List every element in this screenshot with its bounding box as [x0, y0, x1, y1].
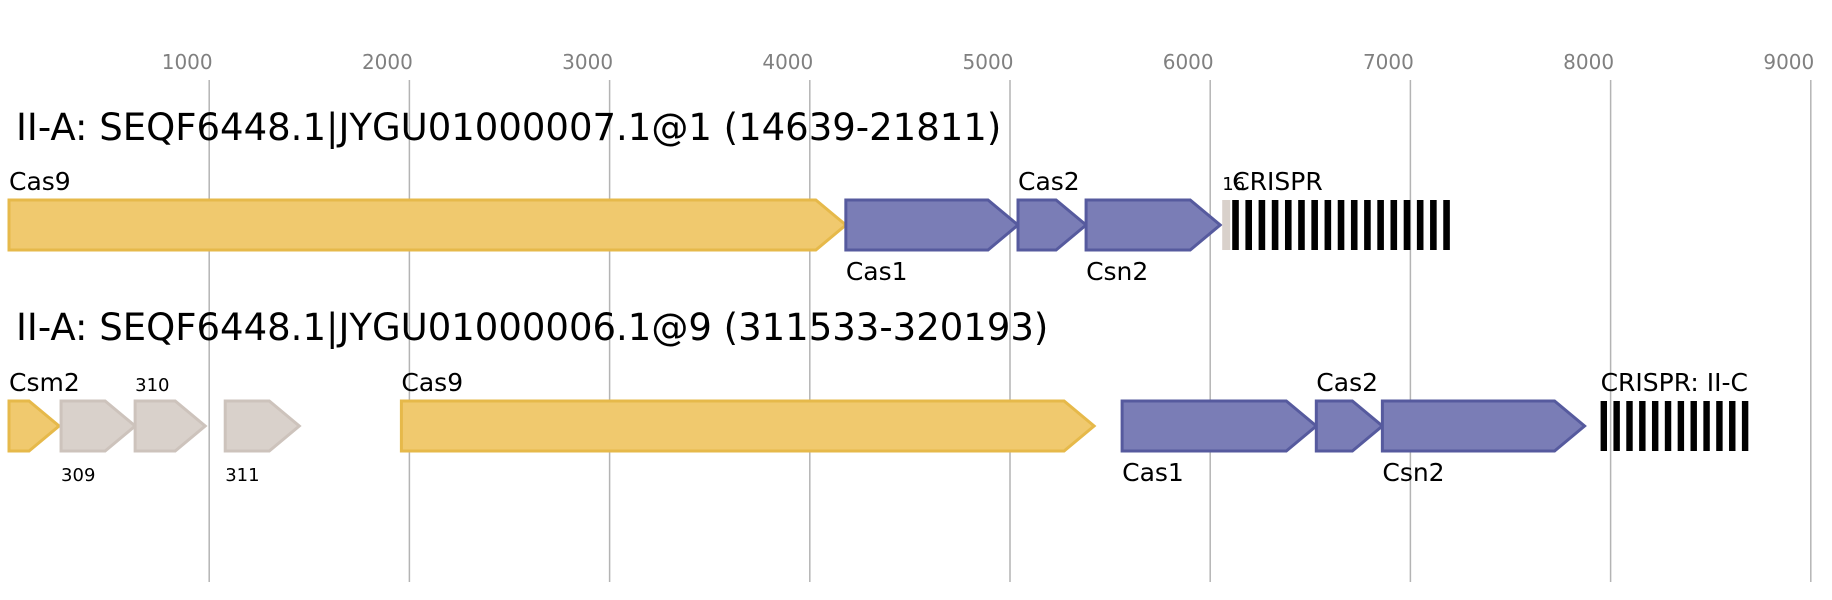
gene-label: Csn2 — [1382, 458, 1444, 487]
gene-arrow — [133, 399, 208, 453]
small-feature-label: 16 — [1222, 174, 1245, 195]
crispr-repeat — [1311, 200, 1318, 250]
gene-arrow — [223, 399, 302, 453]
crispr-repeat — [1716, 401, 1723, 451]
crispr-repeat — [1245, 200, 1253, 250]
gene-arrow — [1084, 198, 1223, 252]
tick-label: 2000 — [362, 50, 413, 74]
crispr-repeat — [1639, 401, 1646, 451]
position-grid — [208, 80, 1812, 582]
crispr-repeat — [1232, 200, 1239, 250]
crispr-repeat — [1664, 401, 1672, 451]
crispr-repeat — [1677, 401, 1685, 451]
gene-arrow — [1120, 399, 1319, 453]
gene-label: Cas1 — [846, 257, 908, 286]
tick-label: 6000 — [1163, 50, 1214, 74]
crispr-repeat — [1284, 200, 1292, 250]
gene-label: Cas2 — [1316, 368, 1378, 397]
tick-label: 5000 — [963, 50, 1014, 74]
crispr-repeat — [1377, 200, 1384, 250]
gene-label: Cas9 — [401, 368, 463, 397]
crispr-repeat — [1416, 200, 1424, 250]
crispr-repeat — [1258, 200, 1266, 250]
gene-label: Csn2 — [1086, 257, 1148, 286]
crispr-repeat — [1741, 401, 1749, 451]
gene-label: Cas9 — [9, 167, 71, 196]
small-feature — [1222, 200, 1231, 250]
crispr-repeat — [1298, 200, 1305, 250]
position-axis: 1000 2000 3000 4000 5000 6000 7000 8000 9000 — [162, 50, 1815, 74]
crispr-repeat — [1324, 200, 1332, 250]
crispr-repeat — [1271, 200, 1279, 250]
tick-label: 4000 — [762, 50, 813, 74]
crispr-repeat — [1626, 401, 1633, 451]
gene-label: 309 — [61, 465, 95, 486]
crispr-repeat — [1364, 200, 1371, 250]
locus-title: II-A: SEQF6448.1|JYGU01000006.1@9 (31153… — [16, 306, 1048, 349]
gene-arrow — [1016, 198, 1089, 252]
gene-label: Cas2 — [1018, 167, 1080, 196]
tick-label: 3000 — [562, 50, 613, 74]
crispr-repeat — [1690, 401, 1697, 451]
crispr-repeat — [1613, 401, 1620, 451]
gene-arrow — [399, 399, 1097, 453]
gene-label: 311 — [225, 465, 259, 486]
gene-arrow — [1380, 399, 1587, 453]
gene-label: Cas1 — [1122, 458, 1184, 487]
tick-label: 7000 — [1363, 50, 1414, 74]
crispr-repeat — [1350, 200, 1358, 250]
tick-label: 1000 — [162, 50, 213, 74]
crispr-repeat — [1337, 200, 1345, 250]
crispr-repeat — [1703, 401, 1710, 451]
crispr-label: CRISPR: II-C — [1601, 368, 1748, 397]
gene-arrow — [7, 399, 62, 453]
crispr-repeat — [1390, 200, 1398, 250]
gene-label: Csm2 — [9, 368, 80, 397]
crispr-repeat — [1651, 401, 1659, 451]
gene-arrow — [7, 198, 849, 252]
crispr-repeat — [1443, 200, 1450, 250]
gene-label: 310 — [135, 375, 169, 396]
tick-label: 8000 — [1563, 50, 1614, 74]
crispr-repeat — [1729, 401, 1736, 451]
crispr-label: CRISPR — [1232, 167, 1323, 196]
gene-arrow — [59, 399, 138, 453]
crispr-repeat — [1430, 200, 1437, 250]
locus-title: II-A: SEQF6448.1|JYGU01000007.1@1 (14639… — [16, 106, 1001, 149]
tick-label: 9000 — [1763, 50, 1814, 74]
crispr-repeat — [1600, 401, 1608, 451]
crispr-repeat — [1403, 200, 1411, 250]
gene-arrow — [844, 198, 1021, 252]
gene-arrow — [1314, 399, 1385, 453]
